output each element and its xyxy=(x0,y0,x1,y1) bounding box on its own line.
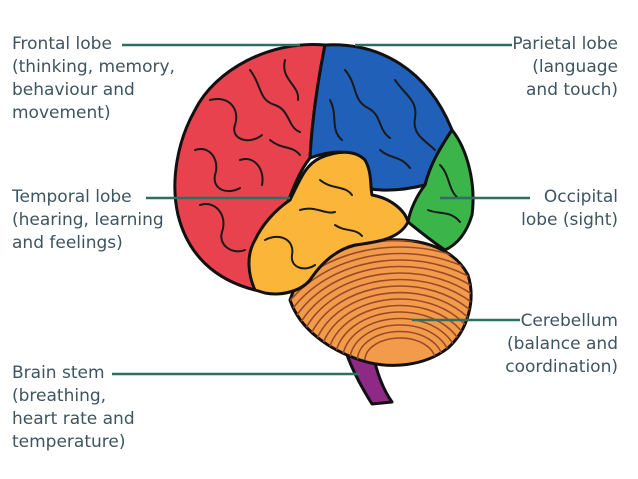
cerebellum-fold xyxy=(296,278,472,361)
cerebellum-label: Cerebellum (balance and coordination) xyxy=(505,310,618,379)
frontal-lobe-title: Frontal lobe xyxy=(12,34,112,54)
temporal-lobe-label: Temporal lobe (hearing, learning and fee… xyxy=(12,186,164,255)
parietal-lobe-label: Parietal lobe (language and touch) xyxy=(512,33,618,102)
brain-stem-desc-2: heart rate and xyxy=(12,409,135,429)
cerebellum-desc-1: (balance and xyxy=(507,334,618,354)
cerebellum-fold xyxy=(290,259,472,361)
cerebellum-fold xyxy=(364,337,436,361)
cerebellum-fold xyxy=(290,252,472,361)
parietal-lobe-title: Parietal lobe xyxy=(512,34,618,54)
cerebellum-fold xyxy=(290,246,472,361)
brain-stem-title: Brain stem xyxy=(12,363,105,383)
cerebellum-fold xyxy=(341,317,459,361)
temporal-lobe-desc-2: and feelings) xyxy=(12,233,123,253)
temporal-lobe-region xyxy=(247,150,410,296)
cerebellum-title: Cerebellum xyxy=(520,311,618,331)
occipital-lobe-desc-1: lobe (sight) xyxy=(521,210,618,230)
brain-stem-desc-3: temperature) xyxy=(12,432,126,452)
cerebellum-fold xyxy=(290,239,472,361)
cerebellum-folds xyxy=(290,239,472,361)
leader-lines xyxy=(112,43,530,376)
occipital-lobe-title: Occipital xyxy=(543,187,618,207)
cerebellum-fold xyxy=(290,272,472,361)
parietal-lobe-desc-1: (language xyxy=(532,57,618,77)
temporal-lobe-desc-1: (hearing, learning xyxy=(12,210,164,230)
brain-stem-desc-1: (breathing, xyxy=(12,386,107,406)
cerebellum-fold xyxy=(356,330,444,361)
parietal-lobe-desc-2: and touch) xyxy=(526,80,618,100)
frontal-lobe-desc-3: movement) xyxy=(12,103,111,123)
sulci-lines xyxy=(194,59,461,270)
temporal-lobe-title: Temporal lobe xyxy=(12,187,132,207)
cerebellum-fold xyxy=(319,298,472,361)
cerebellum-fold xyxy=(304,285,472,361)
frontal-lobe-label: Frontal lobe (thinking, memory, behaviou… xyxy=(12,33,175,125)
frontal-lobe-desc-2: behaviour and xyxy=(12,80,135,100)
cerebellum-desc-2: coordination) xyxy=(505,357,618,377)
cerebellum-fold xyxy=(311,291,472,361)
frontal-lobe-desc-1: (thinking, memory, xyxy=(12,57,175,77)
brain-stem-label: Brain stem (breathing, heart rate and te… xyxy=(12,362,135,454)
cerebellum-fold xyxy=(349,324,451,361)
occipital-lobe-label: Occipital lobe (sight) xyxy=(521,186,618,232)
